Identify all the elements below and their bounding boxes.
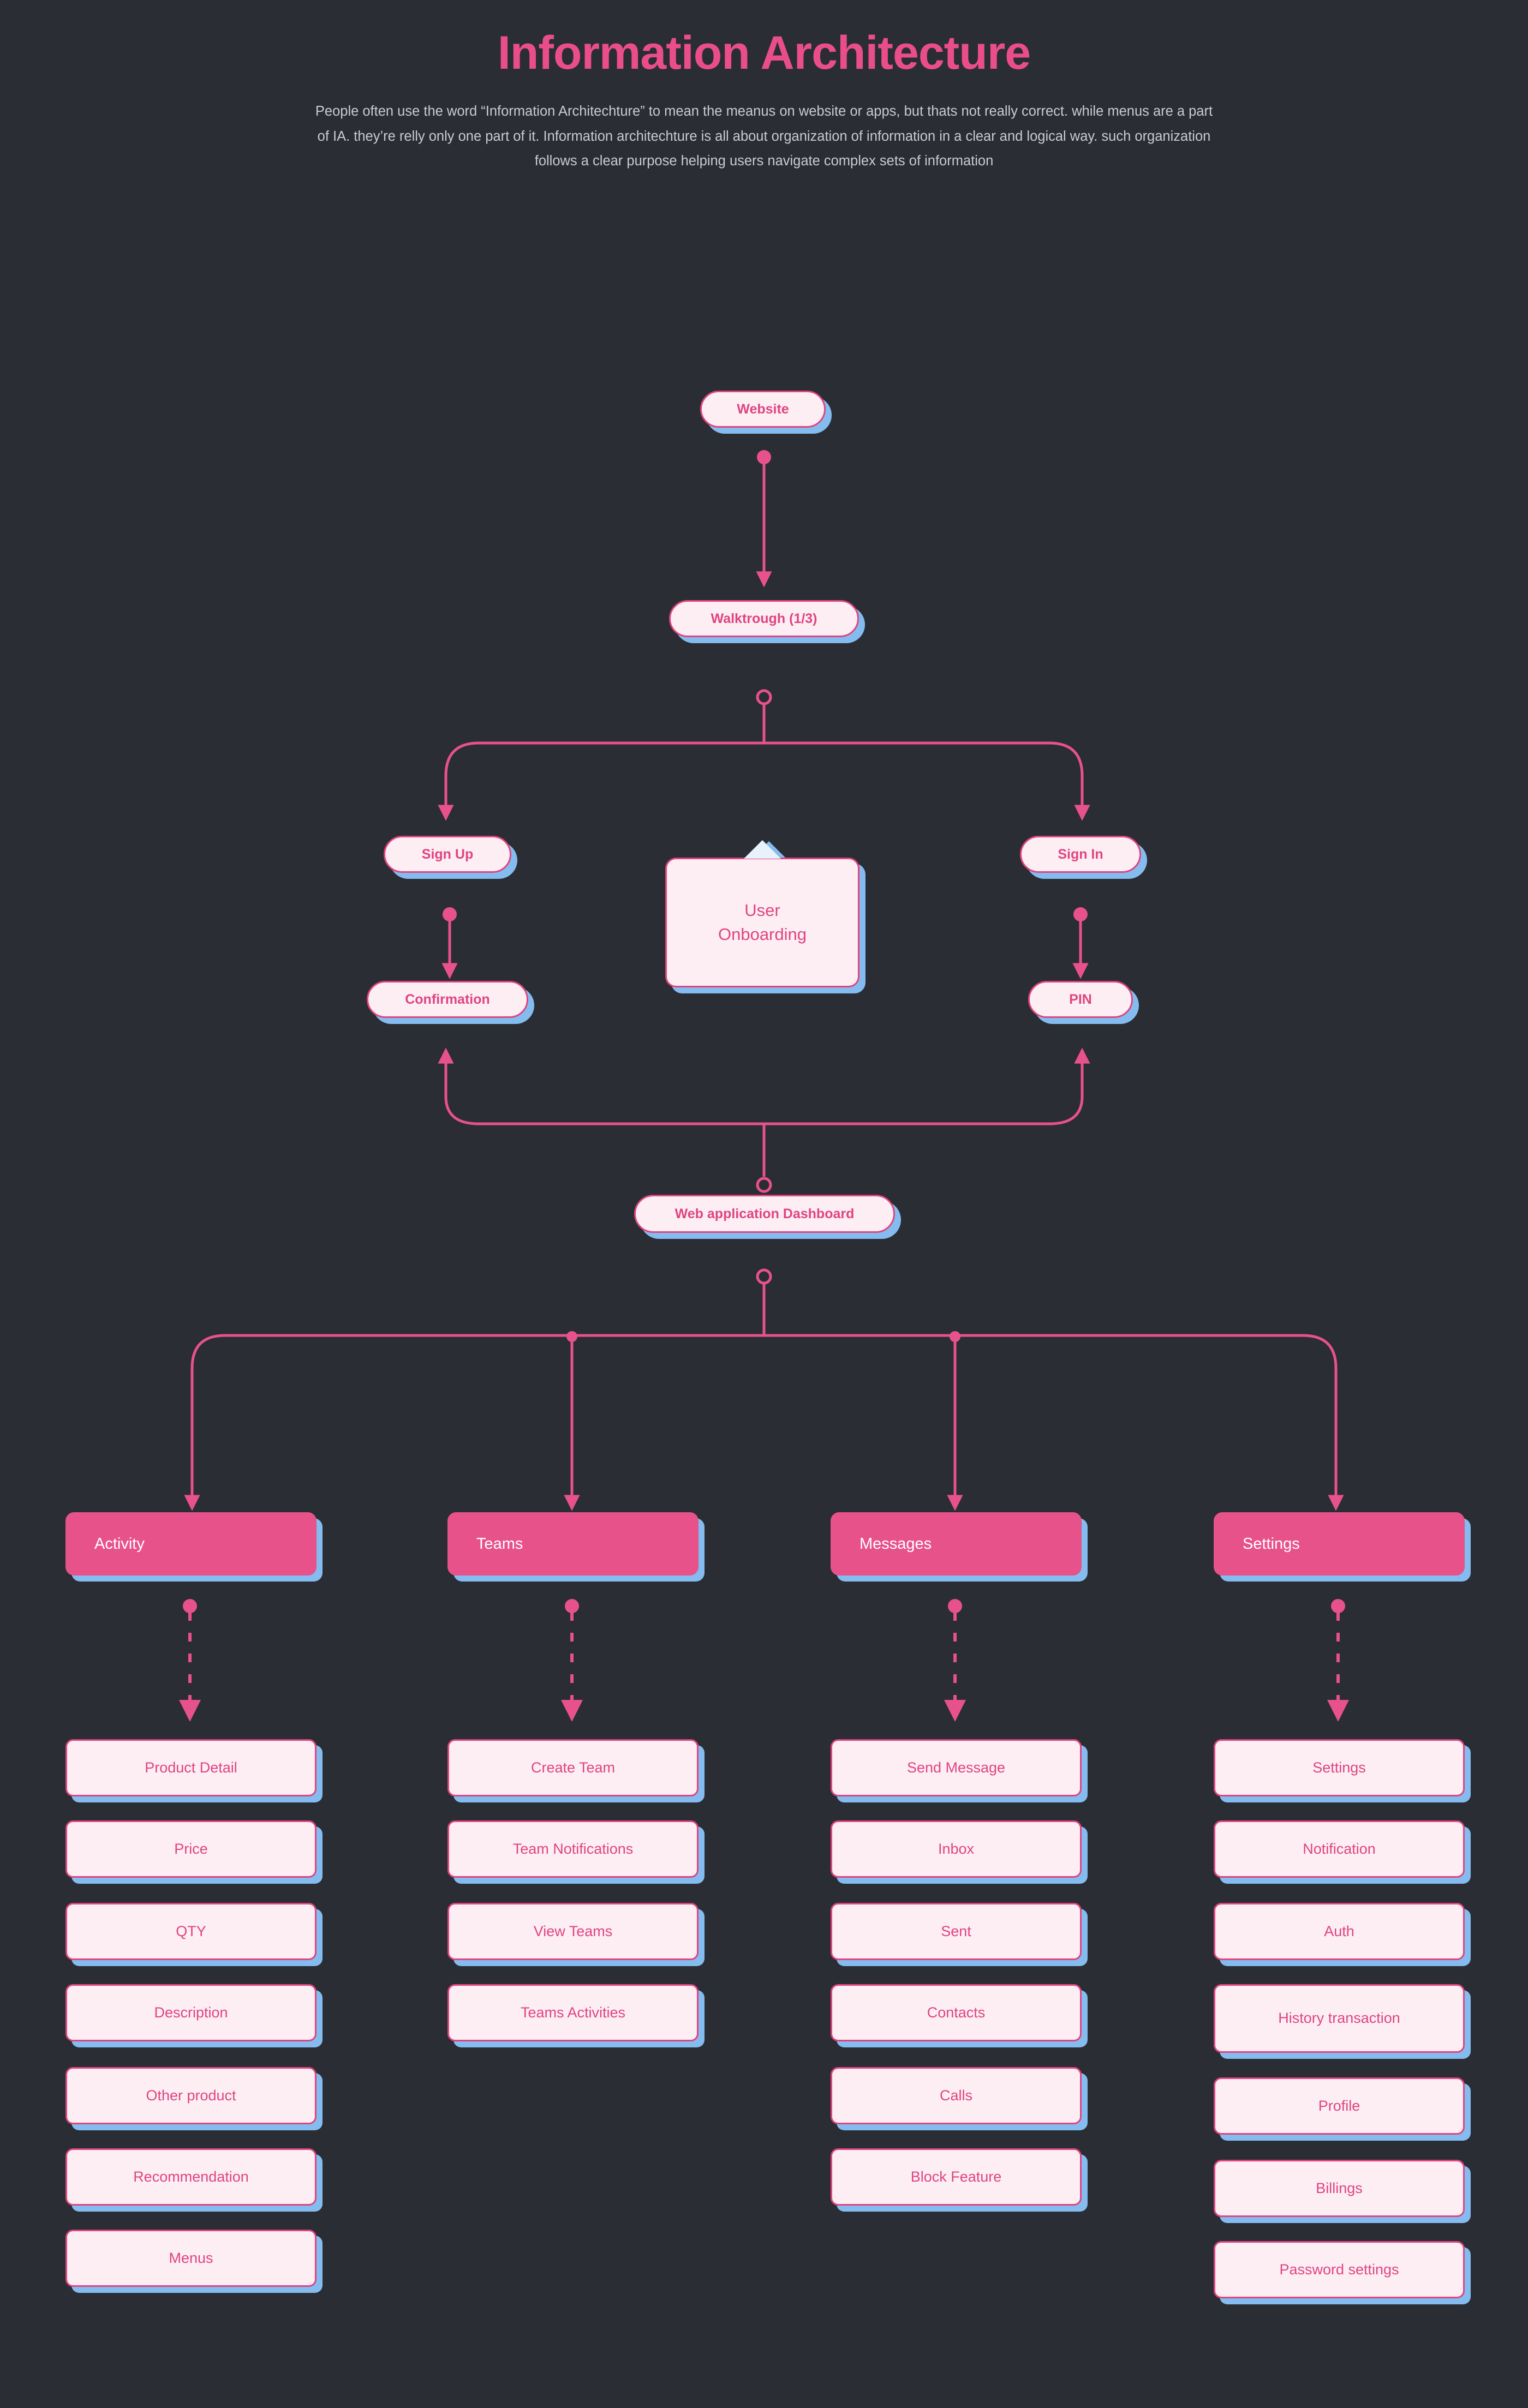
list-item-label: Create Team bbox=[447, 1739, 699, 1796]
list-item[interactable]: Sent bbox=[831, 1903, 1088, 1966]
list-item[interactable]: Password settings bbox=[1214, 2241, 1471, 2304]
node-user-onboarding-line1: User bbox=[744, 900, 780, 920]
node-pin-label: PIN bbox=[1028, 981, 1133, 1018]
list-item-label: Product Detail bbox=[65, 1739, 317, 1796]
list-item[interactable]: Send Message bbox=[831, 1739, 1088, 1802]
list-item-label: View Teams bbox=[447, 1903, 699, 1960]
list-item-label: Settings bbox=[1214, 1739, 1465, 1796]
list-item[interactable]: Calls bbox=[831, 2067, 1088, 2130]
list-item-label: Billings bbox=[1214, 2160, 1465, 2217]
category-header-messages-label: Messages bbox=[831, 1512, 1082, 1576]
node-user-onboarding[interactable]: User Onboarding bbox=[665, 840, 866, 993]
node-confirmation-label: Confirmation bbox=[367, 981, 528, 1018]
node-pin[interactable]: PIN bbox=[1028, 981, 1139, 1024]
list-item-label: Calls bbox=[831, 2067, 1082, 2124]
list-item-label: Send Message bbox=[831, 1739, 1082, 1796]
category-header-teams[interactable]: Teams bbox=[447, 1512, 705, 1582]
list-item-label: QTY bbox=[65, 1903, 317, 1960]
list-item[interactable]: Billings bbox=[1214, 2160, 1471, 2223]
list-item-label: Profile bbox=[1214, 2077, 1465, 2135]
list-item[interactable]: Contacts bbox=[831, 1984, 1088, 2047]
category-header-activity[interactable]: Activity bbox=[65, 1512, 323, 1582]
list-item[interactable]: Create Team bbox=[447, 1739, 705, 1802]
list-item[interactable]: History transaction bbox=[1214, 1984, 1471, 2059]
page-description: People often use the word “Information A… bbox=[315, 104, 1213, 169]
list-item-label: Team Notifications bbox=[447, 1820, 699, 1878]
list-item[interactable]: Recommendation bbox=[65, 2148, 323, 2212]
category-header-teams-label: Teams bbox=[447, 1512, 699, 1576]
list-item-label: Teams Activities bbox=[447, 1984, 699, 2041]
list-item[interactable]: Team Notifications bbox=[447, 1820, 705, 1884]
page-title: Information Architecture bbox=[497, 27, 1031, 79]
list-item-label: Sent bbox=[831, 1903, 1082, 1960]
list-item[interactable]: Price bbox=[65, 1820, 323, 1884]
node-website-label: Website bbox=[700, 391, 826, 428]
list-item[interactable]: Other product bbox=[65, 2067, 323, 2130]
page-header: Information Architecture People often us… bbox=[0, 28, 1528, 173]
category-header-settings-label: Settings bbox=[1214, 1512, 1465, 1576]
node-sign-up-label: Sign Up bbox=[384, 836, 511, 873]
list-item-label: Auth bbox=[1214, 1903, 1465, 1960]
list-item-label: History transaction bbox=[1214, 1984, 1465, 2053]
list-item[interactable]: Profile bbox=[1214, 2077, 1471, 2141]
list-item[interactable]: Block Feature bbox=[831, 2148, 1088, 2212]
list-item[interactable]: Inbox bbox=[831, 1820, 1088, 1884]
list-item-label: Notification bbox=[1214, 1820, 1465, 1878]
list-item[interactable]: Product Detail bbox=[65, 1739, 323, 1802]
list-item-label: Menus bbox=[65, 2230, 317, 2287]
node-sign-in[interactable]: Sign In bbox=[1020, 836, 1147, 879]
list-item[interactable]: Notification bbox=[1214, 1820, 1471, 1884]
node-user-onboarding-body: User Onboarding bbox=[665, 858, 860, 987]
node-sign-up[interactable]: Sign Up bbox=[384, 836, 517, 879]
list-item[interactable]: Teams Activities bbox=[447, 1984, 705, 2047]
list-item-label: Other product bbox=[65, 2067, 317, 2124]
node-web-application-dashboard[interactable]: Web application Dashboard bbox=[634, 1195, 901, 1239]
list-item[interactable]: Menus bbox=[65, 2230, 323, 2293]
list-item-label: Price bbox=[65, 1820, 317, 1878]
list-item-label: Password settings bbox=[1214, 2241, 1465, 2298]
list-item[interactable]: Settings bbox=[1214, 1739, 1471, 1802]
list-item[interactable]: View Teams bbox=[447, 1903, 705, 1966]
list-item[interactable]: QTY bbox=[65, 1903, 323, 1966]
list-item-label: Contacts bbox=[831, 1984, 1082, 2041]
node-user-onboarding-line2: Onboarding bbox=[718, 925, 807, 944]
node-dashboard-label: Web application Dashboard bbox=[634, 1195, 895, 1233]
list-item[interactable]: Description bbox=[65, 1984, 323, 2047]
list-item-label: Block Feature bbox=[831, 2148, 1082, 2206]
list-item-label: Inbox bbox=[831, 1820, 1082, 1878]
list-item[interactable]: Auth bbox=[1214, 1903, 1471, 1966]
node-sign-in-label: Sign In bbox=[1020, 836, 1141, 873]
callout-notch bbox=[744, 840, 781, 859]
category-header-activity-label: Activity bbox=[65, 1512, 317, 1576]
node-walkthrough-label: Walktrough (1/3) bbox=[669, 600, 859, 637]
list-item-label: Recommendation bbox=[65, 2148, 317, 2206]
category-header-messages[interactable]: Messages bbox=[831, 1512, 1088, 1582]
node-confirmation[interactable]: Confirmation bbox=[367, 981, 534, 1024]
node-website[interactable]: Website bbox=[700, 391, 832, 434]
category-header-settings[interactable]: Settings bbox=[1214, 1512, 1471, 1582]
node-walkthrough[interactable]: Walktrough (1/3) bbox=[669, 600, 865, 643]
list-item-label: Description bbox=[65, 1984, 317, 2041]
